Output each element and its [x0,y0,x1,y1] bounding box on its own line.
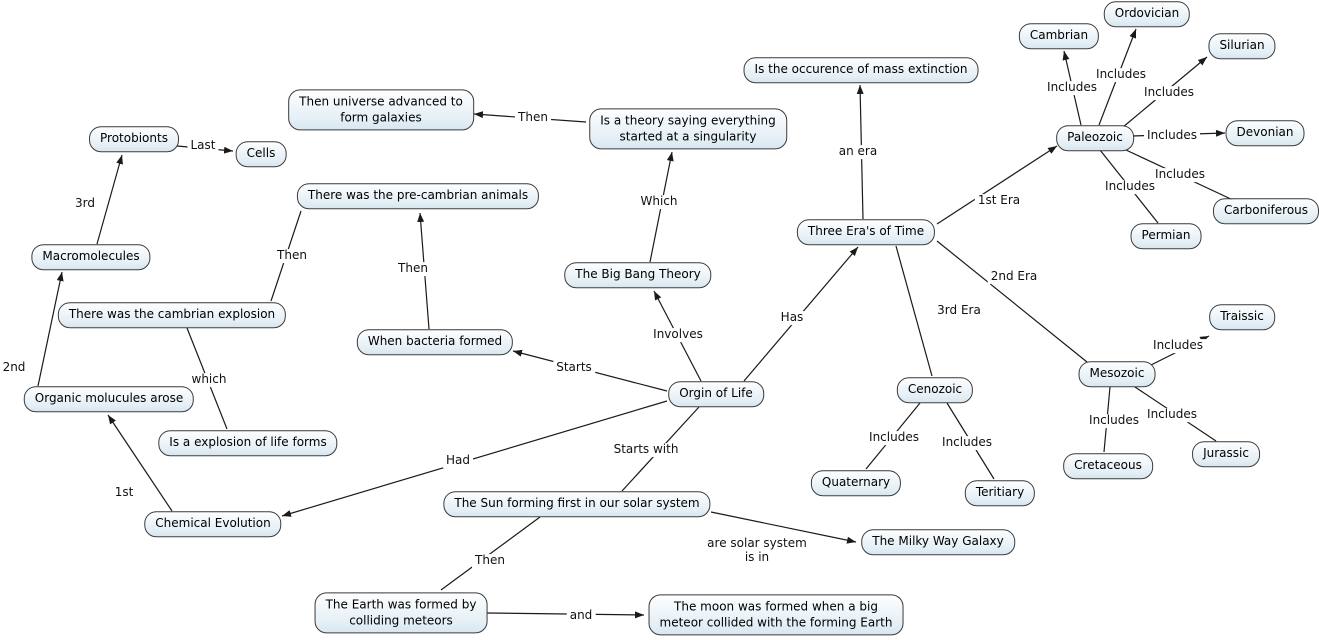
link-line[interactable] [281,400,668,517]
link-label[interactable]: 1st [111,485,137,500]
node-cretaceous[interactable]: Cretaceous [1063,453,1153,479]
node-traissic[interactable]: Traissic [1209,304,1275,330]
node-paleozoic[interactable]: Paleozoic [1056,125,1134,151]
node-teritiary[interactable]: Teritiary [964,480,1036,506]
link-line[interactable] [936,145,1058,225]
link-label[interactable]: 1st Era [974,193,1024,208]
node-milky-way[interactable]: The Milky Way Galaxy [861,529,1015,555]
link-label[interactable]: Then [515,110,551,125]
link-line[interactable] [710,511,857,544]
link-line[interactable] [486,611,645,619]
link-label[interactable]: Includes [1144,128,1200,143]
link-label[interactable]: Includes [1093,67,1149,82]
node-bacteria-formed[interactable]: When bacteria formed [356,329,514,355]
node-devonian[interactable]: Devonian [1225,120,1305,146]
link-label[interactable]: Includes [1086,413,1142,428]
node-protobionts[interactable]: Protobionts [89,126,179,152]
link-label[interactable]: Includes [1044,80,1100,95]
link-line[interactable] [37,271,64,387]
link-label[interactable]: Then [395,261,431,276]
link-label[interactable]: 2nd Era [987,269,1041,284]
link-label[interactable]: Includes [1144,407,1200,422]
node-big-bang[interactable]: The Big Bang Theory [564,262,712,288]
link-label[interactable]: Then [274,248,310,263]
link-label[interactable]: an era [835,144,881,159]
node-mass-extinction[interactable]: Is the occurence of mass extinction [743,57,979,83]
link-line[interactable] [895,245,933,377]
node-sun-forming[interactable]: The Sun forming first in our solar syste… [443,491,711,517]
node-three-eras[interactable]: Three Era's of Time [796,219,936,245]
link-line[interactable] [936,240,1088,363]
link-label[interactable]: Includes [1141,85,1197,100]
node-jurassic[interactable]: Jurassic [1192,441,1260,467]
node-silurian[interactable]: Silurian [1208,33,1276,59]
node-cenozoic[interactable]: Cenozoic [896,377,974,403]
node-cambrian-explosion[interactable]: There was the cambrian explosion [57,302,287,328]
link-line[interactable] [96,154,123,245]
link-label[interactable]: and [566,608,596,623]
node-explosion-of-life[interactable]: Is a explosion of life forms [158,430,338,456]
node-chemical-evolution[interactable]: Chemical Evolution [144,511,282,537]
link-label[interactable]: Includes [939,435,995,450]
node-origin-of-life[interactable]: Orgin of Life [668,381,764,407]
link-label[interactable]: are solar system is in [704,536,810,565]
link-label[interactable]: Includes [1150,338,1206,353]
link-label[interactable]: Then [472,553,508,568]
node-carboniferous[interactable]: Carboniferous [1212,198,1319,224]
node-mesozoic[interactable]: Mesozoic [1078,361,1156,387]
node-permian[interactable]: Permian [1130,223,1202,249]
node-precambrian-animals[interactable]: There was the pre-cambrian animals [296,183,540,209]
link-line[interactable] [107,414,173,512]
link-label[interactable]: Had [443,453,473,468]
link-label[interactable]: Includes [866,430,922,445]
node-quaternary[interactable]: Quaternary [810,470,902,496]
link-line[interactable] [440,516,541,591]
link-label[interactable]: Starts [553,360,595,375]
link-label[interactable]: Has [777,310,807,325]
node-organic-molecules[interactable]: Organic molucules arose [23,386,195,412]
node-macromolecules[interactable]: Macromolecules [31,244,151,270]
link-label[interactable]: Last [187,138,219,153]
link-label[interactable]: Which [637,194,681,209]
link-label[interactable]: 2nd [0,360,29,375]
link-label[interactable]: Involves [650,327,706,342]
link-label[interactable]: Starts with [610,442,682,457]
node-cambrian[interactable]: Cambrian [1018,23,1100,49]
link-label[interactable]: which [188,372,230,387]
link-label[interactable]: Includes [1102,179,1158,194]
node-cells[interactable]: Cells [235,141,287,167]
node-universe-galaxies[interactable]: Then universe advanced to form galaxies [288,89,474,131]
link-label[interactable]: 3rd Era [934,303,984,318]
link-label[interactable]: 3rd [72,196,98,211]
node-earth-formed[interactable]: The Earth was formed by colliding meteor… [314,592,488,634]
node-singularity-theory[interactable]: Is a theory saying everything started at… [589,108,787,150]
node-ordovician[interactable]: Ordovician [1103,1,1191,27]
node-moon-formed[interactable]: The moon was formed when a big meteor co… [648,594,904,636]
link-label[interactable]: Includes [1152,167,1208,182]
